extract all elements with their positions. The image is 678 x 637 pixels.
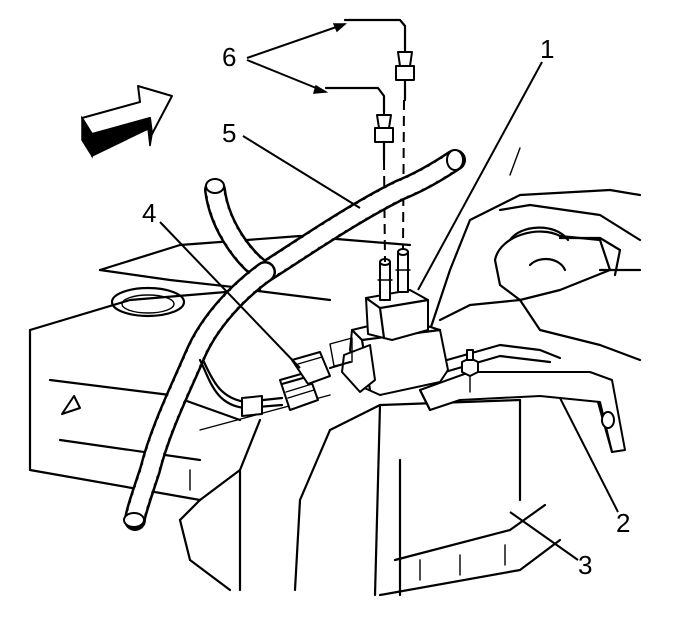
callout-3: 3 <box>578 550 592 580</box>
bracket <box>418 343 626 454</box>
leader-lines <box>159 23 619 561</box>
callout-6: 6 <box>222 42 236 72</box>
vacuum-solenoid-valve <box>329 248 449 396</box>
wiring-conduit <box>123 149 466 531</box>
front-direction-arrow-icon <box>81 85 173 159</box>
callout-2: 2 <box>616 508 630 538</box>
callout-4: 4 <box>142 198 156 228</box>
electrical-connector <box>198 351 352 417</box>
vacuum-hoses <box>324 18 415 263</box>
callout-5: 5 <box>222 118 236 148</box>
callout-1: 1 <box>540 34 554 64</box>
